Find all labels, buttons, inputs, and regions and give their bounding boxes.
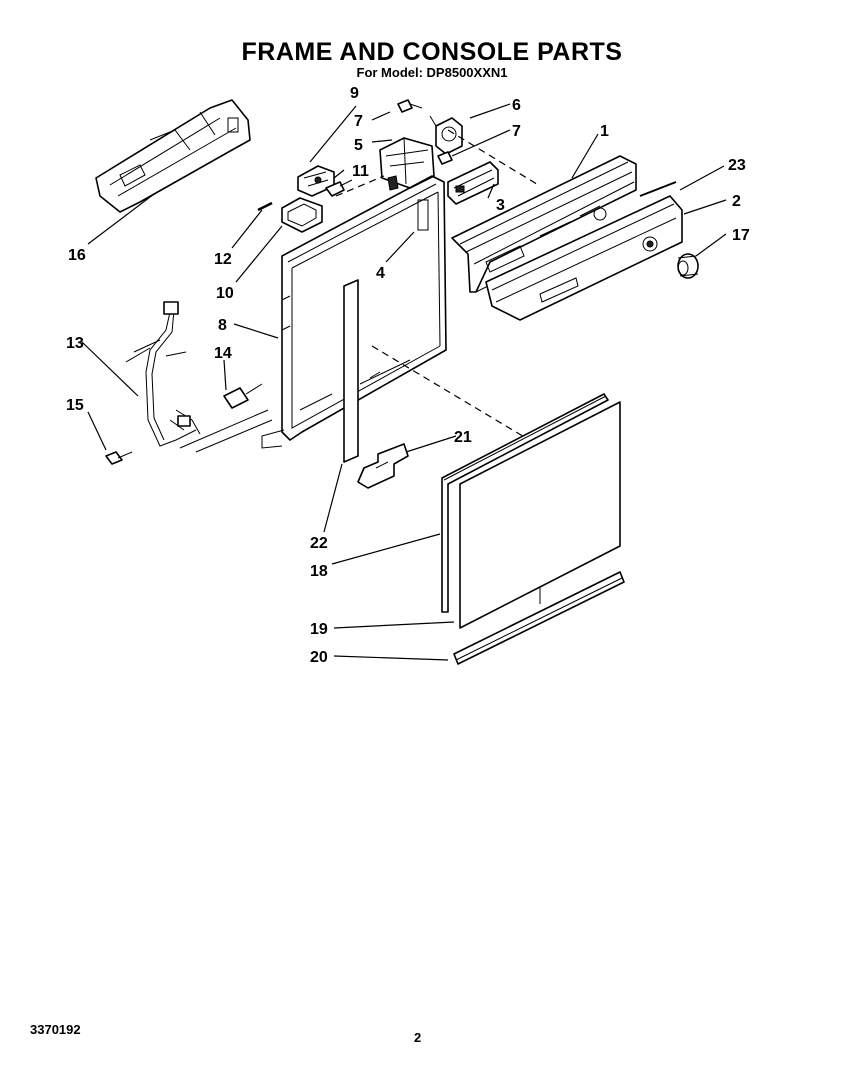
callout-22: 22 — [310, 535, 328, 552]
explode-line-2 — [447, 129, 541, 187]
part-17-knob — [677, 253, 699, 279]
part-19-inner-panel — [459, 401, 621, 629]
page-title: FRAME AND CONSOLE PARTS — [241, 38, 623, 66]
part-22-strip — [343, 279, 359, 463]
callout-5: 5 — [354, 137, 363, 154]
part-16-housing — [95, 99, 251, 213]
callout-2: 2 — [732, 193, 741, 210]
callout-6: 6 — [512, 97, 521, 114]
part-7-screw-lower — [437, 151, 453, 165]
callout-11: 11 — [352, 163, 369, 180]
part-14-connector — [223, 383, 263, 409]
callout-10: 10 — [216, 285, 234, 302]
document-number: 3370192 — [30, 1022, 81, 1037]
callout-16: 16 — [68, 247, 86, 264]
explode-line-1 — [335, 175, 385, 197]
callout-21: 21 — [454, 429, 472, 446]
model-subtitle: For Model: DP8500XXN1 — [356, 65, 508, 80]
part-5-switch-body — [379, 137, 435, 191]
part-7-screw-upper — [397, 99, 423, 113]
callout-17: 17 — [732, 227, 750, 244]
part-11-screw — [325, 179, 353, 197]
part-1-console — [451, 155, 637, 300]
callout-12: 12 — [214, 251, 232, 268]
callout-3: 3 — [496, 197, 505, 214]
leader-lines — [81, 103, 727, 661]
callout-7-lower: 7 — [512, 123, 521, 140]
part-2-panel-face — [485, 195, 683, 321]
page-number: 2 — [414, 1030, 422, 1045]
callout-9: 9 — [350, 85, 359, 102]
callout-20: 20 — [310, 649, 328, 666]
part-20-trim — [453, 571, 625, 665]
part-8-door-frame — [261, 175, 447, 449]
callout-19: 19 — [310, 621, 328, 638]
callout-8: 8 — [218, 317, 227, 334]
callout-23: 23 — [728, 157, 746, 174]
part-15-screw — [105, 451, 133, 465]
callout-15: 15 — [66, 397, 84, 414]
part-23-strip — [639, 181, 677, 197]
part-12-pin — [257, 201, 273, 212]
part-6-knob-bracket — [429, 115, 463, 155]
callout-18: 18 — [310, 563, 328, 580]
callout-4: 4 — [376, 265, 385, 282]
part-18-door-panel — [441, 393, 609, 613]
callout-7-upper: 7 — [354, 113, 363, 130]
part-13-harness — [125, 301, 273, 453]
explode-line-3 — [371, 345, 527, 439]
part-9-switch — [297, 165, 335, 197]
callout-1: 1 — [600, 123, 609, 140]
callout-13: 13 — [66, 335, 84, 352]
callout-14: 14 — [214, 345, 232, 362]
part-3-bracket — [447, 161, 499, 205]
part-21-clip — [357, 443, 409, 489]
part-10-bracket — [281, 197, 323, 233]
